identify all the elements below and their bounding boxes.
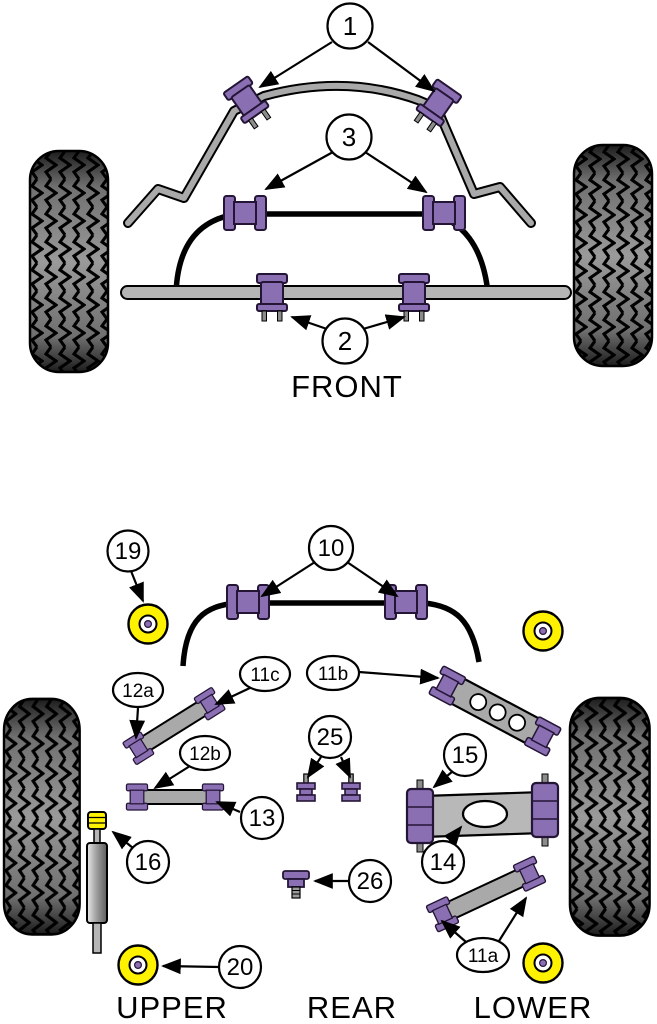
callout-14: 14 [420, 839, 466, 885]
bushing-3-right [422, 195, 466, 231]
callout-26-number: 26 [357, 868, 384, 895]
lower-right-arm [425, 855, 547, 933]
front-left-tire [28, 149, 110, 374]
bushing-19-donut [127, 603, 169, 645]
lower-left-arm [125, 783, 225, 811]
bushing-10-right [384, 584, 428, 620]
trailing-arm-assembly [405, 773, 560, 853]
callout-11b-number: 11b [318, 664, 348, 685]
bushing-2-right [398, 273, 430, 322]
rear-label-lower: LOWER [474, 990, 593, 1024]
bushing-26 [282, 870, 310, 899]
bushing-25-left [296, 773, 316, 802]
callout-12b: 12b [178, 734, 232, 772]
callout-3-number: 3 [342, 122, 356, 152]
rear-label-rear: REAR [307, 990, 397, 1024]
front-anti-roll-bar [173, 211, 491, 294]
callout-11c: 11c [238, 655, 292, 693]
bushing-20-donut [117, 944, 159, 986]
front-label: FRONT [291, 369, 403, 404]
upper-left-arm [121, 686, 227, 766]
callout-16-number: 16 [135, 849, 162, 876]
callout-12b-number: 12b [189, 744, 221, 765]
callout-15-number: 15 [452, 742, 479, 769]
callout-3: 3 [325, 113, 373, 161]
callout-13: 13 [239, 795, 285, 841]
callout-12a: 12a [111, 671, 165, 709]
callout-11a: 11a [455, 936, 511, 974]
callout-11c-number: 11c [250, 665, 279, 686]
callout-26: 26 [347, 858, 393, 904]
bushing-10-left [226, 584, 270, 620]
rear-label-upper: UPPER [116, 990, 228, 1024]
callout-1: 1 [326, 2, 374, 50]
front-callout-arrows [258, 41, 436, 331]
callout-1-number: 1 [343, 11, 357, 41]
callout-15: 15 [442, 732, 488, 778]
bushing-donut-bottom-right [522, 942, 564, 984]
callout-2-number: 2 [338, 326, 352, 356]
callout-25: 25 [307, 714, 353, 760]
front-right-tire [572, 143, 654, 368]
front-section: 1 3 2 FRONT [28, 2, 654, 404]
rear-right-tire [568, 696, 651, 937]
callout-19: 19 [106, 529, 150, 573]
bushing-donut-top-right [522, 610, 564, 652]
callout-20: 20 [217, 944, 263, 990]
shock-absorber [86, 811, 108, 954]
upper-control-arm [427, 665, 563, 757]
callout-16: 16 [125, 839, 171, 885]
callout-11a-number: 11a [468, 946, 499, 967]
bushing-25-right [341, 773, 361, 802]
rear-section: 19 10 12a 11c 11b 12b 25 15 [2, 524, 651, 1024]
callout-19-number: 19 [115, 538, 142, 565]
callout-10-number: 10 [318, 535, 345, 562]
bushing-2-left [256, 273, 288, 322]
bushing-1-right [409, 78, 463, 136]
callout-14-number: 14 [430, 849, 457, 876]
callout-13-number: 13 [249, 805, 276, 832]
front-cross-member [120, 285, 572, 300]
rear-callout-arrows [111, 561, 528, 975]
callout-2: 2 [321, 317, 369, 365]
callout-25-number: 25 [317, 724, 344, 751]
rear-left-tire [2, 697, 81, 936]
bushing-3-left [223, 195, 267, 231]
callout-12a-number: 12a [122, 681, 154, 702]
bushing-13 [201, 783, 225, 811]
bushing-12b [125, 783, 149, 811]
callout-10: 10 [307, 524, 355, 572]
callout-20-number: 20 [227, 954, 254, 981]
callout-11b: 11b [305, 654, 361, 692]
